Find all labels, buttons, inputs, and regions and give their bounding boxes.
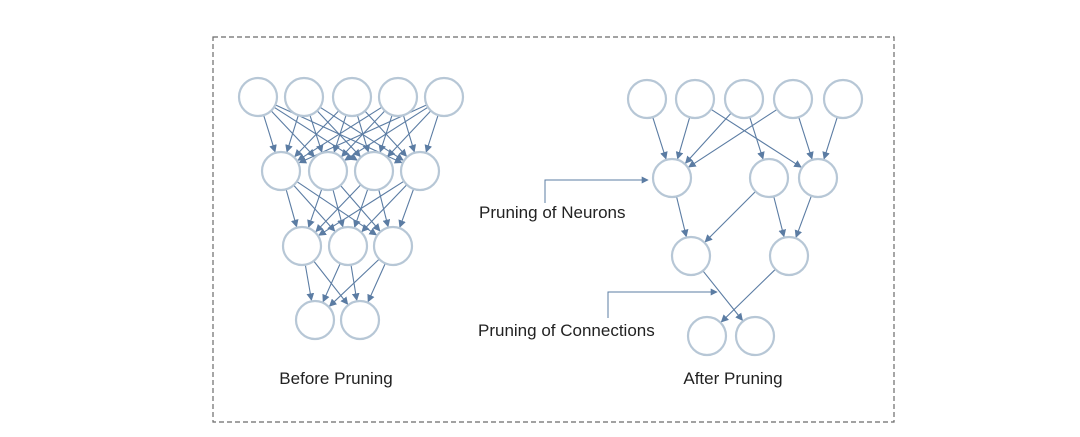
after-neuron-3-1 bbox=[734, 315, 776, 357]
before-connection-1-0-0 bbox=[285, 189, 299, 228]
before-connection-0-2-0 bbox=[294, 110, 340, 158]
after-connection-0-2-1 bbox=[749, 116, 765, 160]
before-neuron-1-2 bbox=[353, 150, 395, 192]
after-neuron-3-0 bbox=[686, 315, 728, 357]
before-connection-0-3-0 bbox=[297, 106, 383, 161]
after-connection-0-4-2 bbox=[822, 116, 838, 160]
before-network-connections bbox=[263, 104, 439, 307]
before-connection-1-1-0 bbox=[307, 188, 323, 228]
before-connection-1-0-1 bbox=[293, 184, 336, 232]
after-neuron-1-0 bbox=[651, 157, 693, 199]
before-neuron-0-0 bbox=[237, 76, 279, 118]
after-neuron-2-0 bbox=[670, 235, 712, 277]
after-network-connections bbox=[652, 108, 838, 323]
neurons-callout-line bbox=[544, 176, 649, 203]
before-connection-2-0-0 bbox=[304, 264, 315, 302]
before-neuron-0-1 bbox=[283, 76, 325, 118]
after-connection-0-0-0 bbox=[652, 116, 668, 160]
before-connection-2-2-1 bbox=[367, 263, 386, 303]
connections-callout-line bbox=[607, 288, 718, 318]
before-connection-2-0-1 bbox=[313, 260, 349, 305]
after-neuron-1-2 bbox=[797, 157, 839, 199]
after-connection-1-1-1 bbox=[773, 196, 787, 238]
after-neuron-2-1 bbox=[768, 235, 810, 277]
after-connection-2-0-1 bbox=[702, 270, 743, 322]
before-neuron-2-0 bbox=[281, 225, 323, 267]
before-neuron-2-2 bbox=[372, 225, 414, 267]
before-network-neurons bbox=[237, 76, 465, 341]
before-neuron-0-4 bbox=[423, 76, 465, 118]
before-neuron-1-0 bbox=[260, 150, 302, 192]
before-pruning-caption: Before Pruning bbox=[279, 369, 392, 388]
after-connection-1-0-0 bbox=[675, 196, 689, 238]
after-connection-0-3-2 bbox=[798, 116, 814, 160]
connections-annotation-label: Pruning of Connections bbox=[478, 321, 655, 340]
before-connection-1-2-2 bbox=[378, 189, 391, 228]
after-connection-0-3-0 bbox=[688, 108, 778, 168]
dashed-frame bbox=[212, 36, 895, 423]
before-connection-2-2-0 bbox=[328, 258, 380, 307]
before-connection-1-3-1 bbox=[361, 184, 408, 233]
before-neuron-1-1 bbox=[307, 150, 349, 192]
after-neuron-1-1 bbox=[748, 157, 790, 199]
after-neuron-0-4 bbox=[822, 78, 864, 120]
before-connection-1-2-0 bbox=[315, 184, 362, 233]
after-pruning-caption: After Pruning bbox=[683, 369, 782, 388]
before-neuron-0-3 bbox=[377, 76, 419, 118]
after-connection-0-2-0 bbox=[684, 112, 732, 164]
after-neuron-0-2 bbox=[723, 78, 765, 120]
after-connection-2-1-0 bbox=[720, 268, 776, 323]
before-connection-0-1-0 bbox=[285, 114, 299, 153]
before-neuron-1-3 bbox=[399, 150, 441, 192]
before-connection-2-1-0 bbox=[322, 263, 341, 303]
neurons-annotation-label: Pruning of Neurons bbox=[479, 203, 625, 222]
after-connection-1-2-1 bbox=[794, 195, 812, 239]
before-connection-0-0-0 bbox=[263, 114, 277, 153]
before-neuron-3-1 bbox=[339, 299, 381, 341]
after-neuron-0-3 bbox=[772, 78, 814, 120]
before-neuron-3-0 bbox=[294, 299, 336, 341]
before-connection-0-4-3 bbox=[424, 114, 439, 153]
after-connection-1-1-0 bbox=[704, 191, 756, 243]
before-neuron-2-1 bbox=[327, 225, 369, 267]
after-neuron-0-1 bbox=[674, 78, 716, 120]
after-neuron-0-0 bbox=[626, 78, 668, 120]
before-connection-0-1-2 bbox=[316, 110, 361, 158]
after-network-neurons bbox=[626, 78, 864, 357]
before-connection-0-4-1 bbox=[344, 106, 429, 161]
before-connection-1-3-2 bbox=[398, 188, 415, 228]
before-connection-0-4-2 bbox=[387, 110, 432, 158]
before-neuron-0-2 bbox=[331, 76, 373, 118]
before-connection-1-3-0 bbox=[318, 180, 405, 236]
after-connection-0-1-0 bbox=[675, 117, 691, 160]
before-connection-1-1-2 bbox=[339, 185, 381, 232]
